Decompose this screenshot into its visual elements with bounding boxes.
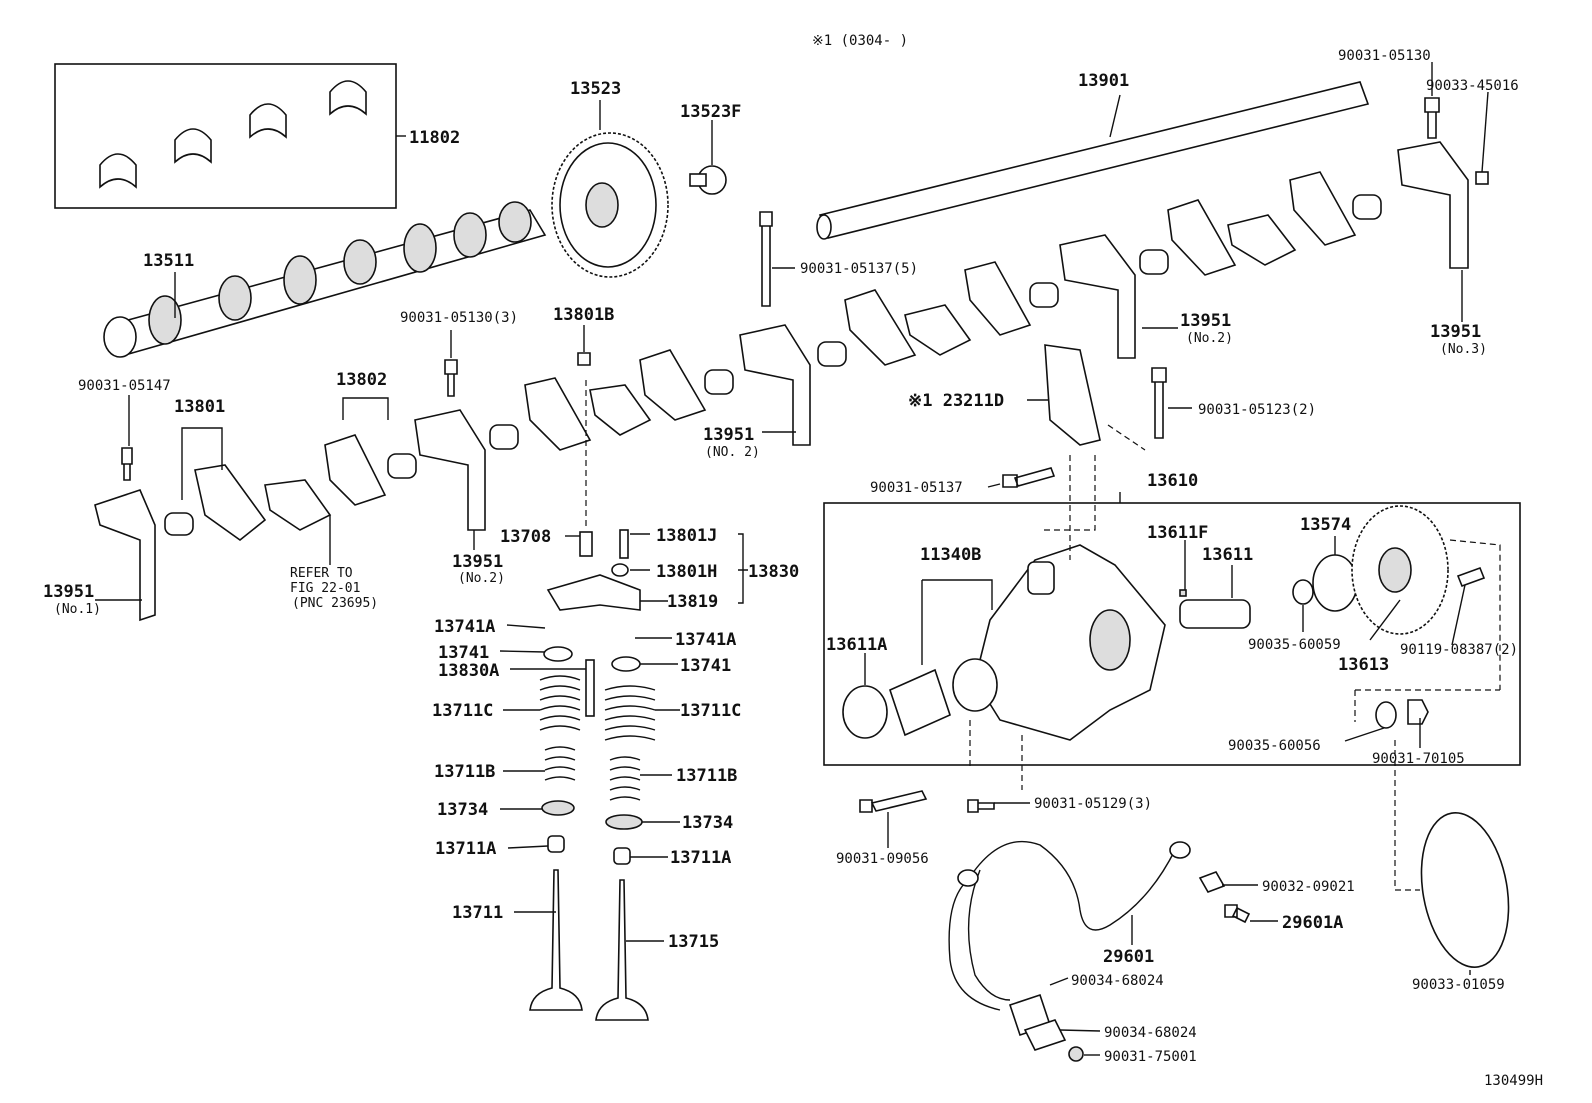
label-13574: 13574	[1300, 515, 1351, 535]
label-90035-60059: 90035-60059	[1248, 637, 1341, 653]
label-90031-05137: 90031-05137	[870, 480, 963, 496]
label-13523f: 13523F	[680, 102, 741, 122]
rocker-arms-row	[94, 141, 1469, 622]
label-11340b: 11340B	[920, 545, 981, 565]
valve-train	[529, 529, 656, 1021]
label-13711a-left: 13711A	[435, 839, 496, 859]
label-13951-no2-left-sub: (No.2)	[458, 571, 505, 586]
label-13613: 13613	[1338, 655, 1389, 675]
label-13801j: 13801J	[656, 526, 717, 546]
label-90031-05129-3: 90031-05129(3)	[1034, 796, 1152, 812]
label-13819: 13819	[667, 592, 718, 612]
fuel-pipe	[948, 840, 1251, 1062]
refer-text-3: (PNC 23695)	[292, 596, 378, 611]
label-90034-68024-a: 90034-68024	[1071, 973, 1164, 989]
label-13802: 13802	[336, 370, 387, 390]
label-90033-45016: 90033-45016	[1426, 78, 1519, 94]
label-13801: 13801	[174, 397, 225, 417]
label-90031-05147: 90031-05147	[78, 378, 171, 394]
label-13711c-right: 13711C	[680, 701, 741, 721]
label-13741-left: 13741	[438, 643, 489, 663]
label-90033-01059: 90033-01059	[1412, 977, 1505, 993]
figure-id: 130499H	[1484, 1073, 1543, 1089]
label-90031-05123-2: 90031-05123(2)	[1198, 402, 1316, 418]
label-90032-09021: 90032-09021	[1262, 879, 1355, 895]
header-note: ※1 (0304- )	[812, 33, 908, 49]
cam-gear	[551, 132, 669, 278]
bolts	[121, 97, 1489, 481]
label-90031-75001: 90031-75001	[1104, 1049, 1197, 1065]
label-11802: 11802	[409, 128, 460, 148]
label-13951-no1: 13951	[43, 582, 94, 602]
label-13741a-right: 13741A	[675, 630, 736, 650]
label-13711a-right: 13711A	[670, 848, 731, 868]
label-13611: 13611	[1202, 545, 1253, 565]
rocker-shaft	[816, 81, 1370, 240]
label-13951-no2-left: 13951	[452, 552, 503, 572]
refer-text-1: REFER TO	[290, 566, 353, 581]
label-13901: 13901	[1078, 71, 1129, 91]
label-13741-right: 13741	[680, 656, 731, 676]
label-13715: 13715	[668, 932, 719, 952]
pump-group-box	[823, 502, 1521, 766]
label-13734-left: 13734	[437, 800, 488, 820]
label-13951-no1-sub: (No.1)	[54, 602, 101, 617]
leader-lines	[95, 62, 1489, 1056]
label-13801h: 13801H	[656, 562, 717, 582]
label-13951-no3: 13951	[1430, 322, 1481, 342]
label-29601a: 29601A	[1282, 913, 1343, 933]
label-13830a: 13830A	[438, 661, 499, 681]
label-13711: 13711	[452, 903, 503, 923]
label-13708: 13708	[500, 527, 551, 547]
gear-hub-13523F	[689, 165, 727, 195]
label-90119-08387-2: 90119-08387(2)	[1400, 642, 1518, 658]
label-13830: 13830	[748, 562, 799, 582]
label-90031-09056: 90031-09056	[836, 851, 929, 867]
label-13951-no3-sub: (No.3)	[1440, 342, 1487, 357]
label-13711c-left: 13711C	[432, 701, 493, 721]
label-13741a-left: 13741A	[434, 617, 495, 637]
label-13734-right: 13734	[682, 813, 733, 833]
injection-pump	[842, 344, 1486, 741]
label-90031-05130: 90031-05130	[1338, 48, 1431, 64]
label-13611f: 13611F	[1147, 523, 1208, 543]
label-90034-68024-b: 90034-68024	[1104, 1025, 1197, 1041]
label-13611a: 13611A	[826, 635, 887, 655]
label-29601: 29601	[1103, 947, 1154, 967]
label-13711b-right: 13711B	[676, 766, 737, 786]
label-13711b-left: 13711B	[434, 762, 495, 782]
label-90031-05137-5: 90031-05137(5)	[800, 261, 918, 277]
label-13523: 13523	[570, 79, 621, 99]
label-13951-no2-right: 13951	[1180, 311, 1231, 331]
label-23211d: ※1 23211D	[908, 391, 1004, 411]
label-90031-05130-3: 90031-05130(3)	[400, 310, 518, 326]
label-13801b: 13801B	[553, 305, 614, 325]
label-13951-no2-mid: 13951	[703, 425, 754, 445]
lower-fasteners	[859, 467, 1056, 813]
bearing-shells	[99, 80, 367, 189]
pump-dashed-leaders	[969, 424, 1501, 891]
camshaft	[103, 201, 547, 358]
label-90035-60056: 90035-60056	[1228, 738, 1321, 754]
refer-text-2: FIG 22-01	[290, 581, 360, 596]
label-13951-no2-right-sub: (No.2)	[1186, 331, 1233, 346]
label-13511: 13511	[143, 251, 194, 271]
label-13951-no2-mid-sub: (NO. 2)	[705, 445, 760, 460]
o-ring	[1420, 812, 1510, 968]
label-13610: 13610	[1147, 471, 1198, 491]
label-90031-70105: 90031-70105	[1372, 751, 1465, 767]
